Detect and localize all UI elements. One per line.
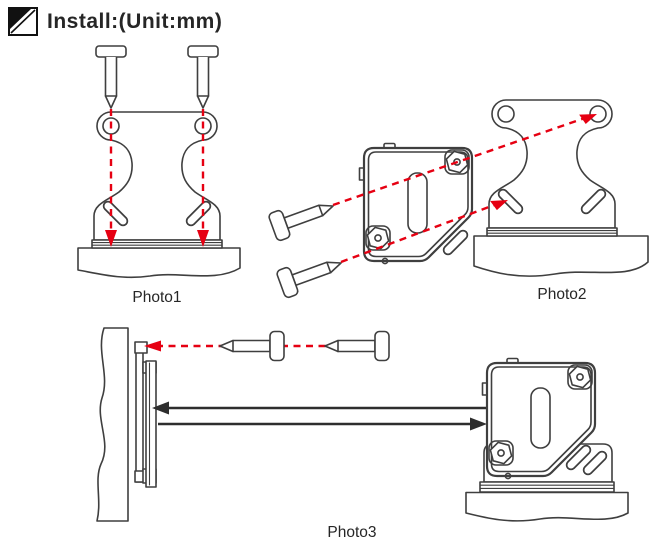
photoelectric-sensor <box>360 144 473 264</box>
section-title: Install:(Unit:mm) <box>47 9 223 33</box>
mounting-screw <box>187 45 219 109</box>
icon-black-triangle <box>10 9 31 29</box>
photo3-figure: Photo3 <box>96 327 629 541</box>
figure-label: Photo2 <box>537 286 586 303</box>
diagonal-square-icon <box>8 7 38 36</box>
mounting-surface <box>473 235 649 277</box>
icon-diagonal-line <box>10 9 36 34</box>
mounting-screw <box>275 248 347 300</box>
mounting-surface <box>77 247 241 279</box>
photoelectric-sensor <box>483 359 596 479</box>
screw-direction-arrows <box>105 109 209 247</box>
wall-surface <box>96 327 129 522</box>
bracket-base <box>479 481 615 493</box>
mounting-screw <box>95 45 127 109</box>
figure-label: Photo3 <box>327 524 376 541</box>
mounting-screw <box>219 330 285 362</box>
mounting-screw <box>267 191 339 243</box>
mounting-bracket <box>487 100 617 236</box>
mounting-surface <box>465 491 629 522</box>
screw-direction-arrows <box>332 114 597 264</box>
section-header: Install:(Unit:mm) <box>8 7 222 36</box>
photo1-figure: Photo1 <box>77 45 241 306</box>
reflector <box>134 341 157 488</box>
beam-path-arrows <box>152 401 487 431</box>
mounting-screw <box>324 330 390 362</box>
photo2-figure: Photo2 <box>267 100 649 303</box>
figure-label: Photo1 <box>132 289 181 306</box>
